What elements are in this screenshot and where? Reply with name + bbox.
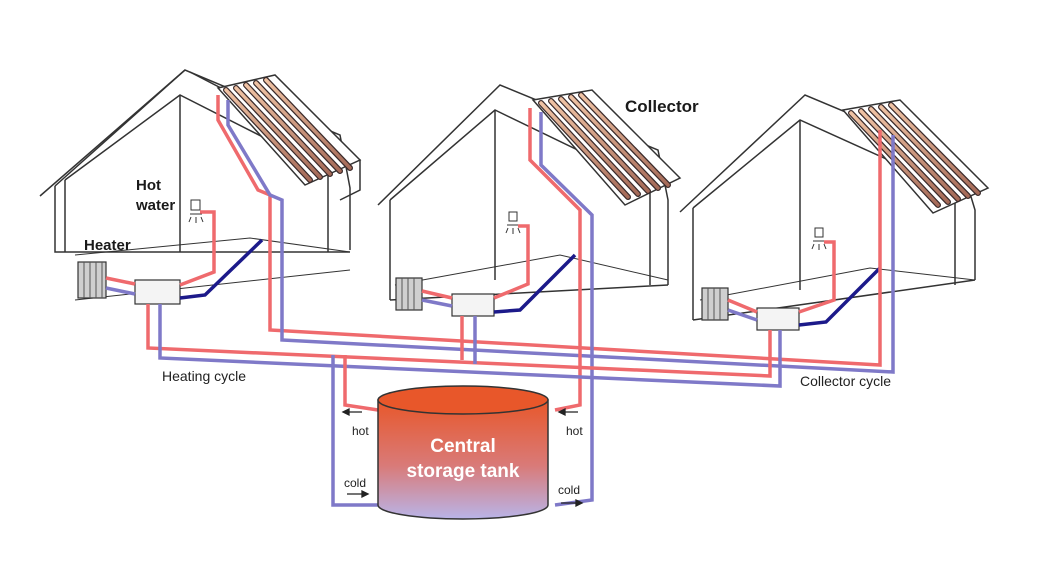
heat-exchanger-box-2 [451,293,495,317]
heater-label: Heater [84,237,131,254]
cold-label-right: cold [558,483,580,497]
heat-exchanger-box [134,279,181,305]
dark-pipes [179,238,882,327]
central-storage-tank: Central storage tank [377,385,549,520]
house-1 [39,69,361,301]
hot-water-pipes [105,210,836,314]
heater-icon-2 [395,277,423,311]
cold-return-pipes-house [105,286,758,322]
shower-icon-3 [811,227,827,250]
shower-icon-2 [505,211,521,234]
heat-exchanger-box-3 [756,307,800,331]
flow-arrows [341,407,584,508]
collector-label: Collector [625,97,699,116]
shower-icon [188,199,204,223]
tank-label-line-2: storage tank [407,461,520,482]
hot-label-left: hot [352,424,369,438]
tank-label-line-1: Central [430,436,495,457]
hot-water-label-line-1: Hot [136,177,161,194]
heating-cycle-pipes [146,304,782,507]
heating-cycle-label: Heating cycle [162,368,246,384]
heater-icon [77,261,107,299]
heater-icon-3 [701,287,729,321]
collector-panel-2 [531,89,682,206]
cold-label-left: cold [344,476,366,490]
collector-panel-1 [216,74,362,186]
hot-label-right: hot [566,424,583,438]
collector-panel-3 [841,99,990,214]
hot-water-label-line-2: water [135,197,175,214]
collector-cycle-label: Collector cycle [800,373,891,389]
